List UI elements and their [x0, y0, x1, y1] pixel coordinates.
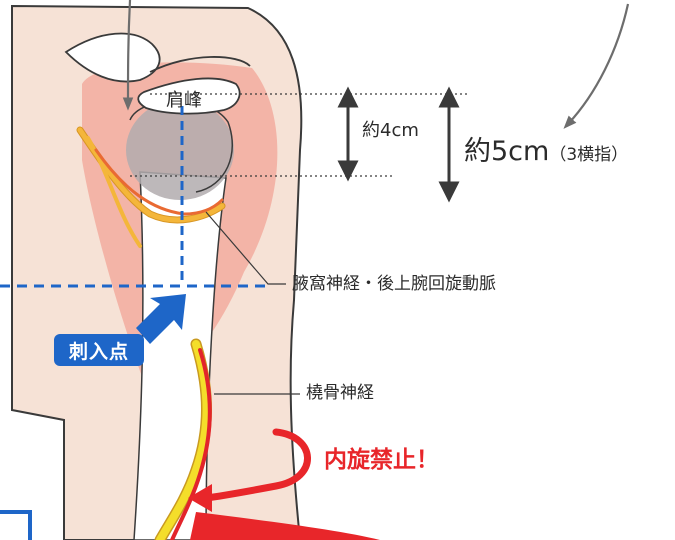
- insertion-point-badge: 刺入点: [54, 334, 144, 366]
- radial-nerve-label: 橈骨神経: [306, 385, 374, 402]
- distance-5cm-label: 約5cm（3横指）: [464, 138, 628, 165]
- internal-rotation-warning: 内旋禁止！: [324, 449, 439, 472]
- acromion-label: 肩峰: [166, 92, 202, 110]
- distance-5cm-value: 約5cm: [464, 136, 549, 167]
- axillary-nerve-label: 腋窩神経・後上腕回旋動脈: [292, 276, 496, 293]
- distance-4cm-label: 約4cm: [362, 122, 419, 140]
- finger-width-pointer-arrow: [568, 4, 628, 124]
- corner-frame: [0, 512, 30, 540]
- distance-5cm-note: （3横指）: [549, 145, 628, 165]
- humeral-head: [126, 100, 234, 200]
